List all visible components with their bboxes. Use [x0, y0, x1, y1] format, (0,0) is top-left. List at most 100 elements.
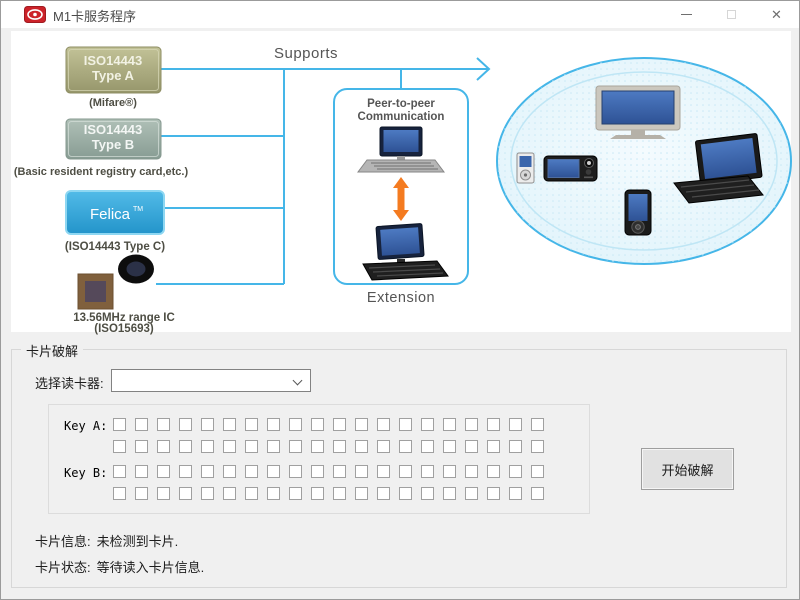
key-b-r1-checkbox-4[interactable] [179, 465, 192, 478]
key-a-r2-checkbox-9[interactable] [289, 440, 302, 453]
key-a-r2-checkbox-13[interactable] [377, 440, 390, 453]
key-b-r1-checkbox-16[interactable] [443, 465, 456, 478]
key-a-r2-checkbox-3[interactable] [157, 440, 170, 453]
start-crack-button[interactable]: 开始破解 [641, 448, 734, 490]
close-button[interactable]: ✕ [754, 1, 799, 28]
key-a-r1-checkbox-10[interactable] [311, 418, 324, 431]
rfid-tag-icon [118, 254, 154, 284]
key-b-r2-checkbox-12[interactable] [355, 487, 368, 500]
key-a-r2-checkbox-2[interactable] [135, 440, 148, 453]
key-a-r1-checkbox-12[interactable] [355, 418, 368, 431]
key-a-r2-checkbox-19[interactable] [509, 440, 522, 453]
key-a-r1-checkbox-15[interactable] [421, 418, 434, 431]
key-b-r1-checkbox-20[interactable] [531, 465, 544, 478]
key-b-r2-checkbox-9[interactable] [289, 487, 302, 500]
key-b-r2-checkbox-13[interactable] [377, 487, 390, 500]
key-a-r1-checkbox-2[interactable] [135, 418, 148, 431]
key-b-r2-checkbox-7[interactable] [245, 487, 258, 500]
supports-label: Supports [274, 45, 338, 62]
key-b-r2-checkbox-15[interactable] [421, 487, 434, 500]
key-b-r1-checkbox-5[interactable] [201, 465, 214, 478]
key-a-r1-checkbox-7[interactable] [245, 418, 258, 431]
key-a-r2-checkbox-17[interactable] [465, 440, 478, 453]
key-b-r1-checkbox-17[interactable] [465, 465, 478, 478]
key-b-r1-checkbox-15[interactable] [421, 465, 434, 478]
key-a-r1-checkbox-19[interactable] [509, 418, 522, 431]
key-a-r2-checkbox-15[interactable] [421, 440, 434, 453]
key-a-r1-checkbox-14[interactable] [399, 418, 412, 431]
key-b-r2-checkbox-2[interactable] [135, 487, 148, 500]
key-a-r1-checkbox-8[interactable] [267, 418, 280, 431]
key-b-r1-checkbox-8[interactable] [267, 465, 280, 478]
key-b-r2-checkbox-8[interactable] [267, 487, 280, 500]
key-a-r1-checkbox-4[interactable] [179, 418, 192, 431]
key-b-r1-checkbox-11[interactable] [333, 465, 346, 478]
key-b-r2-checkbox-17[interactable] [465, 487, 478, 500]
key-a-r1-checkbox-11[interactable] [333, 418, 346, 431]
key-b-r1-checkbox-10[interactable] [311, 465, 324, 478]
key-b-r1-checkbox-2[interactable] [135, 465, 148, 478]
key-b-r2-checkbox-11[interactable] [333, 487, 346, 500]
key-a-r2-checkbox-14[interactable] [399, 440, 412, 453]
key-a-r1-checkbox-18[interactable] [487, 418, 500, 431]
key-b-r1-checkbox-19[interactable] [509, 465, 522, 478]
key-a-r2-checkbox-7[interactable] [245, 440, 258, 453]
close-icon: ✕ [771, 6, 782, 22]
key-b-r2-checkbox-5[interactable] [201, 487, 214, 500]
key-a-r1-checkbox-13[interactable] [377, 418, 390, 431]
key-a-r1-checkbox-20[interactable] [531, 418, 544, 431]
key-b-r2-checkbox-1[interactable] [113, 487, 126, 500]
key-b-r1-checkbox-1[interactable] [113, 465, 126, 478]
key-b-r1-checkbox-9[interactable] [289, 465, 302, 478]
key-b-r2-checkbox-6[interactable] [223, 487, 236, 500]
key-a-r2-checkbox-6[interactable] [223, 440, 236, 453]
key-b-r2-checkbox-10[interactable] [311, 487, 324, 500]
key-a-r2-checkbox-18[interactable] [487, 440, 500, 453]
key-b-r1-checkbox-18[interactable] [487, 465, 500, 478]
key-a-r1-checkbox-17[interactable] [465, 418, 478, 431]
key-a-r2-checkbox-5[interactable] [201, 440, 214, 453]
key-b-r1-checkbox-12[interactable] [355, 465, 368, 478]
key-b-r2-checkbox-20[interactable] [531, 487, 544, 500]
key-b-r2-checkbox-14[interactable] [399, 487, 412, 500]
key-a-r2-checkbox-16[interactable] [443, 440, 456, 453]
key-a-checkbox-row-2 [113, 440, 544, 453]
key-b-checkbox-row-2 [113, 487, 544, 500]
key-a-r2-checkbox-11[interactable] [333, 440, 346, 453]
minimize-button[interactable] [664, 1, 709, 28]
key-b-r1-checkbox-14[interactable] [399, 465, 412, 478]
computer-icon-bottom [362, 223, 449, 281]
maximize-button[interactable] [709, 1, 754, 28]
key-a-r2-checkbox-12[interactable] [355, 440, 368, 453]
mobile-phone-icon [624, 189, 652, 236]
key-b-r1-checkbox-7[interactable] [245, 465, 258, 478]
reader-select[interactable] [111, 369, 311, 392]
key-a-r1-checkbox-1[interactable] [113, 418, 126, 431]
key-a-r1-checkbox-6[interactable] [223, 418, 236, 431]
key-a-r2-checkbox-4[interactable] [179, 440, 192, 453]
key-b-label: Key B: [64, 466, 108, 480]
key-a-r2-checkbox-20[interactable] [531, 440, 544, 453]
key-b-r2-checkbox-19[interactable] [509, 487, 522, 500]
key-a-r2-checkbox-1[interactable] [113, 440, 126, 453]
connector-lines [156, 57, 491, 285]
key-a-r1-checkbox-9[interactable] [289, 418, 302, 431]
key-a-r1-checkbox-3[interactable] [157, 418, 170, 431]
camera-icon [543, 155, 598, 182]
computer-icon-top [357, 126, 445, 173]
key-a-r2-checkbox-10[interactable] [311, 440, 324, 453]
groupbox-title: 卡片破解 [21, 341, 84, 360]
key-a-r1-checkbox-16[interactable] [443, 418, 456, 431]
key-b-r1-checkbox-6[interactable] [223, 465, 236, 478]
key-b-r2-checkbox-16[interactable] [443, 487, 456, 500]
devices-ellipse [496, 57, 792, 265]
key-b-r1-checkbox-3[interactable] [157, 465, 170, 478]
card-status-line: 卡片状态:等待读入卡片信息. [35, 557, 204, 576]
key-b-r2-checkbox-4[interactable] [179, 487, 192, 500]
key-a-r2-checkbox-8[interactable] [267, 440, 280, 453]
key-b-r1-checkbox-13[interactable] [377, 465, 390, 478]
key-b-r2-checkbox-18[interactable] [487, 487, 500, 500]
key-b-r2-checkbox-3[interactable] [157, 487, 170, 500]
svg-text:Felica: Felica [90, 206, 131, 223]
key-a-r1-checkbox-5[interactable] [201, 418, 214, 431]
